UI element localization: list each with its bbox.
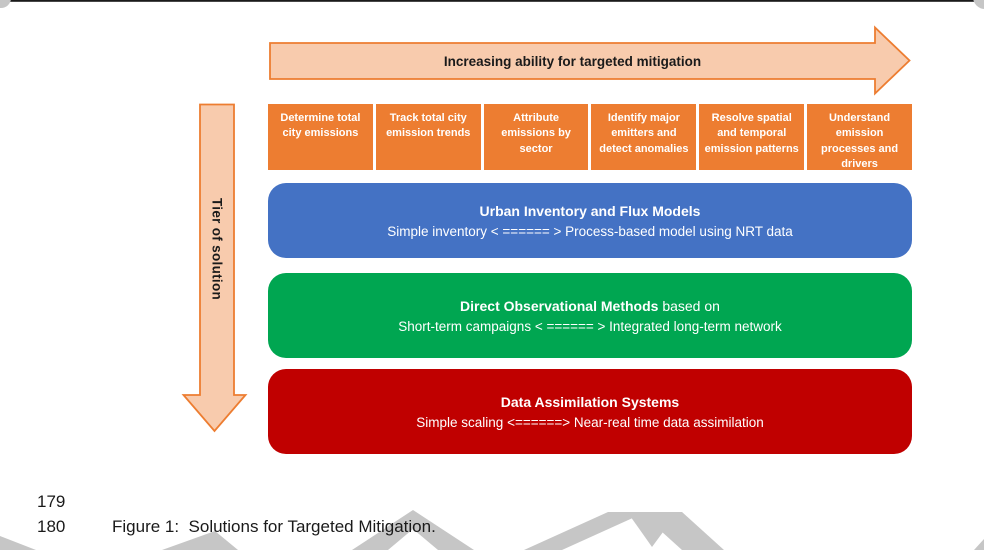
figure-caption: Figure 1: Solutions for Targeted Mitigat… <box>112 517 436 536</box>
capability-row: Determine total city emissions Track tot… <box>268 104 912 170</box>
tier-title: Data Assimilation Systems <box>501 394 679 410</box>
watermark-fragment <box>524 512 646 550</box>
tier-title: Urban Inventory and Flux Models <box>480 203 701 219</box>
tier-box-inventory-flux-models: Urban Inventory and Flux Models Simple i… <box>268 183 912 258</box>
watermark-fragment <box>640 512 724 550</box>
tier-box-direct-observational-methods: Direct Observational Methods based on Sh… <box>268 273 912 358</box>
capability-box-attribute-sector: Attribute emissions by sector <box>483 104 589 170</box>
capability-box-understand-processes: Understand emission processes and driver… <box>807 104 912 170</box>
corner-artifact-left <box>0 0 11 8</box>
capability-box-identify-emitters: Identify major emitters and detect anoma… <box>591 104 697 170</box>
capability-box-track-trends: Track total city emission trends <box>375 104 481 170</box>
tier-title-rest: based on <box>658 297 720 314</box>
tier-box-data-assimilation-systems: Data Assimilation Systems Simple scaling… <box>268 369 912 454</box>
capability-box-determine-total: Determine total city emissions <box>268 104 373 170</box>
top-edge-line <box>8 0 975 2</box>
line-number-180: 180 <box>37 517 66 536</box>
watermark-fragment-notch <box>388 529 438 550</box>
tier-subtitle: Short-term campaigns < ====== > Integrat… <box>398 318 782 334</box>
corner-artifact-right <box>973 0 984 9</box>
capability-box-resolve-patterns: Resolve spatial and temporal emission pa… <box>699 104 805 170</box>
line-number-179: 179 <box>37 492 66 511</box>
vertical-arrow-shape <box>181 103 248 433</box>
tier-subtitle: Simple inventory < ====== > Process-base… <box>387 223 793 239</box>
top-arrow-label: Increasing ability for targeted mitigati… <box>443 53 702 69</box>
watermark-fragment <box>162 531 238 550</box>
horizontal-arrow-shape <box>269 25 911 96</box>
tier-title-bold: Data Assimilation Systems <box>500 393 680 410</box>
tier-title: Direct Observational Methods based on <box>460 298 720 314</box>
side-arrow-label: Tier of solution <box>209 197 225 301</box>
tier-subtitle: Simple scaling <======> Near-real time d… <box>416 414 764 430</box>
tier-title-bold: Urban Inventory and Flux Models <box>479 202 701 219</box>
watermark-fragment <box>974 539 984 550</box>
watermark-fragment <box>0 536 36 550</box>
tier-title-bold: Direct Observational Methods <box>460 297 659 314</box>
